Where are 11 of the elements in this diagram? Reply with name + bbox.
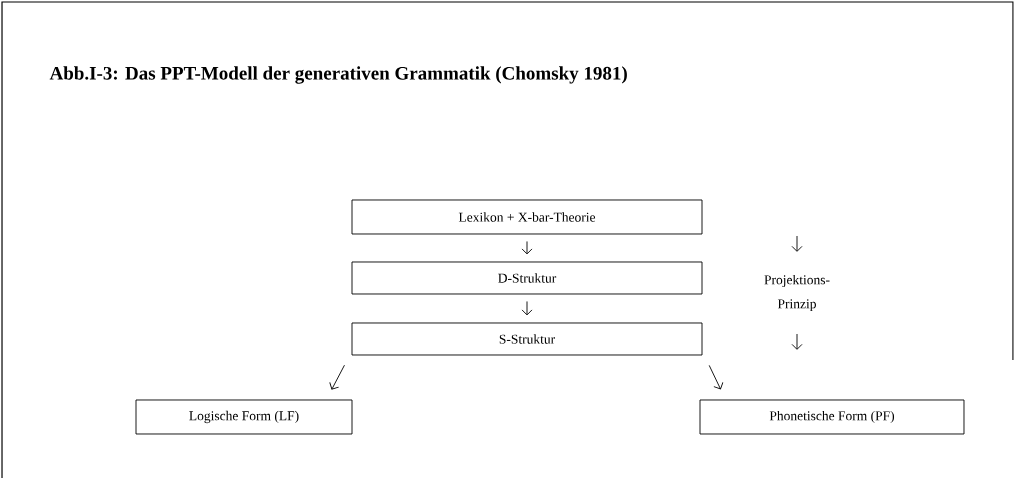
text-box: S-Struktur: [351, 322, 703, 356]
arrow: [521, 301, 533, 316]
text-box: Logische Form (LF): [135, 399, 353, 435]
arrow: [708, 364, 724, 390]
text-box: D-Struktur: [351, 261, 703, 295]
label: Projektions- Prinzip: [764, 274, 830, 312]
text-box: Lexikon + X-bar-Theorie: [351, 199, 703, 235]
arrow: [521, 241, 533, 255]
arrow: [329, 364, 345, 390]
text-box: Phonetische Form (PF): [699, 399, 965, 435]
title: Abb.I-3: Das PPT-Modell der generativen Grammatik (Chomsky 1981): [49, 66, 627, 84]
